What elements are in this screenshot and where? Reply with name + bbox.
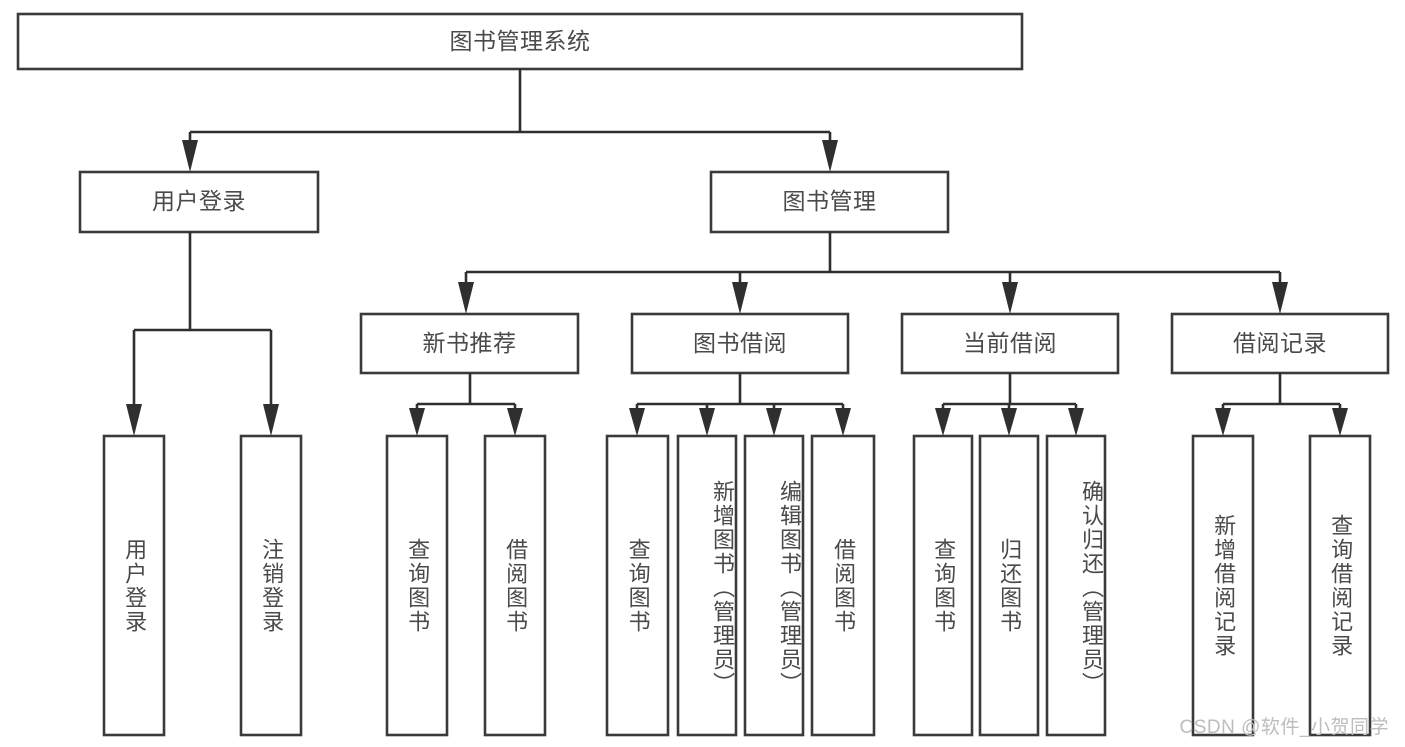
arrowhead-leaf-user-login [126, 404, 142, 436]
arrowhead-leaf-query-borrow-record [1332, 408, 1348, 436]
arrowhead-book-borrow [732, 282, 748, 314]
node-box-leaf-return-book[interactable] [978, 434, 1040, 737]
node-box-leaf-query-book-borrow[interactable] [605, 434, 670, 737]
node-box-current-borrow[interactable] [900, 312, 1120, 375]
node-box-leaf-query-book-recommend[interactable] [385, 434, 449, 737]
node-box-leaf-logout[interactable] [239, 434, 303, 737]
node-box-leaf-borrow-book[interactable] [810, 434, 876, 737]
node-box-leaf-add-borrow-record[interactable] [1191, 434, 1255, 737]
arrowhead-leaf-borrow-book [835, 408, 851, 436]
node-box-leaf-borrow-book-recommend[interactable] [483, 434, 547, 737]
arrowhead-user-login [182, 140, 198, 172]
arrowhead-leaf-confirm-return [1068, 408, 1084, 436]
arrowhead-leaf-query-book-recommend [409, 408, 425, 436]
node-box-leaf-user-login[interactable] [102, 434, 166, 737]
node-box-root[interactable] [16, 12, 1024, 71]
node-box-borrow-record[interactable] [1170, 312, 1390, 375]
arrowhead-leaf-edit-book [766, 408, 782, 436]
node-box-leaf-add-book[interactable] [676, 434, 738, 737]
node-box-leaf-confirm-return[interactable] [1045, 434, 1107, 737]
arrowhead-borrow-record [1272, 282, 1288, 314]
node-box-user-login[interactable] [78, 170, 320, 234]
node-box-book-borrow[interactable] [630, 312, 850, 375]
arrowhead-leaf-add-borrow-record [1215, 408, 1231, 436]
node-box-leaf-edit-book[interactable] [743, 434, 805, 737]
node-box-new-book-recommend[interactable] [359, 312, 580, 375]
arrowhead-leaf-add-book [699, 408, 715, 436]
arrowhead-leaf-query-book-current [935, 408, 951, 436]
arrowhead-leaf-borrow-book-recommend [507, 408, 523, 436]
arrowhead-current-borrow [1002, 282, 1018, 314]
arrowhead-new-book-recommend [458, 282, 474, 314]
arrowhead-leaf-logout [263, 404, 279, 436]
arrowhead-leaf-query-book-borrow [629, 408, 645, 436]
arrowhead-book-manage [822, 140, 838, 172]
csdn-watermark: CSDN @软件_小贺同学 [1179, 717, 1389, 738]
node-box-book-manage[interactable] [709, 170, 950, 234]
node-box-leaf-query-borrow-record[interactable] [1308, 434, 1372, 737]
arrowhead-leaf-return-book [1001, 408, 1017, 436]
node-box-leaf-query-book-current[interactable] [912, 434, 974, 737]
